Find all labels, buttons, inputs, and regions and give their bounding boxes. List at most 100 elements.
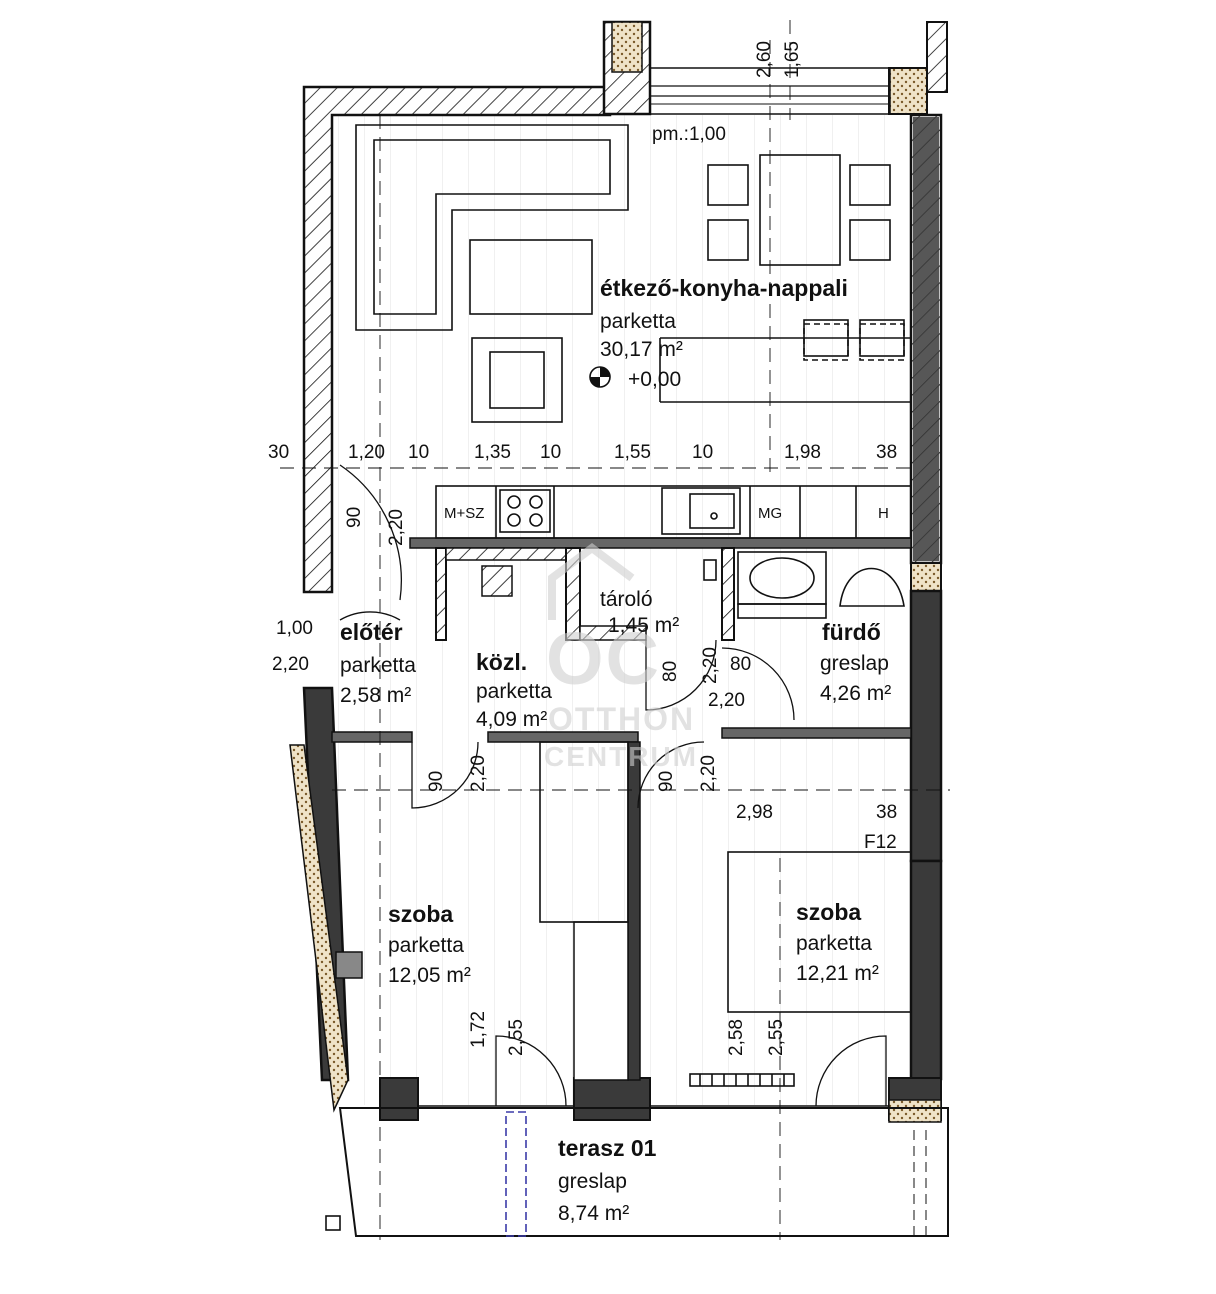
dim-right-row-b: 38	[876, 802, 897, 823]
chair	[707, 164, 749, 206]
wall-between-rooms	[627, 741, 641, 1081]
room-left-name: szoba	[388, 901, 453, 927]
door-swing-entry-upper	[339, 464, 402, 601]
room-bath-floor: greslap	[820, 652, 889, 675]
coffee-table	[469, 239, 593, 315]
room-hall-floor: parketta	[476, 680, 552, 703]
dim-room-left-door-w: 90	[426, 771, 447, 792]
insulation-top-right	[888, 67, 928, 115]
chair	[849, 164, 891, 206]
dim-terrace-right-h: 2,55	[766, 1019, 787, 1056]
burner	[507, 513, 521, 527]
fire-code: F12	[864, 832, 897, 853]
terrace-outline	[338, 1107, 949, 1237]
dim-row-1: 1,20	[348, 442, 385, 463]
level-marker-icon	[589, 366, 611, 388]
dim-room-left-door-h: 2,20	[468, 755, 489, 792]
wall-right-lower	[909, 859, 943, 1081]
room-bath-name: fürdő	[822, 619, 881, 645]
dim-room-right-door-h: 2,20	[698, 755, 719, 792]
room-terrace-floor: greslap	[558, 1170, 627, 1193]
room-storage-name: tároló	[600, 588, 653, 611]
terrace-marker	[325, 1215, 341, 1231]
doors	[339, 464, 887, 1107]
bath-wall-bottom	[721, 727, 912, 739]
radiator	[689, 1073, 795, 1087]
dim-bath-door-h: 2,20	[708, 690, 745, 711]
dim-terrace-left-w: 1,72	[468, 1011, 489, 1048]
room-entry-area: 2,58 m²	[340, 684, 411, 707]
armchair-seat	[489, 351, 545, 409]
chair	[849, 219, 891, 261]
dim-bath-door-w: 80	[730, 654, 751, 675]
dim-row-5: 1,55	[614, 442, 651, 463]
dim-top-window-b: 1,65	[782, 41, 803, 78]
sofa-l-inner	[373, 139, 611, 315]
wall-right-upper-fill	[913, 117, 939, 561]
insulation-bottom-right	[888, 1099, 942, 1123]
door-swing-room-left	[411, 741, 479, 809]
dim-entry-opening-w: 1,00	[276, 618, 313, 639]
room-living-area: 30,17 m²	[600, 338, 683, 361]
insulation-left	[289, 744, 349, 1113]
dim-storage-door-w: 80	[660, 661, 681, 682]
sofa-l	[355, 124, 629, 331]
burner	[507, 495, 521, 509]
dim-storage-door-h: 2,20	[700, 647, 721, 684]
watermark-logo: OC OTTHON CENTRUM	[544, 543, 696, 772]
door-swing-storage	[645, 639, 717, 711]
room-terrace-area: 8,74 m²	[558, 1202, 629, 1225]
shaft-core	[481, 565, 513, 597]
room-right-area: 12,21 m²	[796, 962, 879, 985]
room-storage-area: 1,45 m²	[608, 614, 679, 637]
burner	[529, 495, 543, 509]
room-left-floor: parketta	[388, 934, 464, 957]
column-left	[335, 951, 363, 979]
dim-row-0: 30	[268, 442, 289, 463]
sink	[661, 487, 741, 535]
room-living-floor: parketta	[600, 310, 676, 333]
door-swing-terrace-right	[815, 1035, 887, 1107]
room-living-level: +0,00	[628, 368, 681, 391]
dim-row-7: 1,98	[784, 442, 821, 463]
drain-channel	[505, 1111, 527, 1237]
room-terrace-name: terasz 01	[558, 1135, 657, 1161]
insulation-top	[611, 21, 643, 73]
dim-entry-opening-h: 2,20	[272, 654, 309, 675]
dining-table	[759, 154, 841, 266]
dim-entry-door-w: 90	[344, 507, 365, 528]
shaft-wall-left	[435, 547, 447, 641]
window-sill-note: pm.:1,00	[652, 124, 726, 145]
dim-terrace-left-h: 2,55	[506, 1019, 527, 1056]
dim-row-3: 1,35	[474, 442, 511, 463]
chair	[707, 219, 749, 261]
column-right-mid	[910, 562, 942, 592]
watermark-line1: OTTHON	[548, 701, 695, 737]
label-fridge: H	[878, 505, 889, 522]
room-right-name: szoba	[796, 899, 861, 925]
room-entry-name: előtér	[340, 619, 403, 645]
partition-kitchen	[409, 537, 912, 549]
label-dishwasher: MG	[758, 505, 782, 522]
dim-terrace-right-w: 2,58	[726, 1019, 747, 1056]
dim-right-row-a: 2,98	[736, 802, 773, 823]
room-entry-floor: parketta	[340, 654, 416, 677]
bed-area	[727, 851, 912, 1013]
shaft-wall-top	[445, 547, 567, 561]
column-bottom-mid	[573, 1077, 651, 1121]
dim-row-8: 38	[876, 442, 897, 463]
dimension-labels: 2,60 1,65 30 1,20 10 1,35 10 1,55 10 1,9…	[268, 41, 897, 1056]
door-swing-room-right	[637, 741, 705, 809]
door-swing-entry	[339, 611, 401, 621]
partition-hall-left	[331, 731, 413, 743]
dim-row-6: 10	[692, 442, 713, 463]
room-labels: étkező-konyha-nappali parketta 30,17 m² …	[340, 275, 891, 1225]
room-bath-area: 4,26 m²	[820, 682, 891, 705]
burner	[529, 513, 543, 527]
storage-wall-bottom	[579, 625, 647, 641]
bath-wall-left	[721, 547, 735, 641]
dim-top-window-a: 2,60	[754, 41, 775, 78]
door-swing-terrace-left	[495, 1035, 567, 1107]
